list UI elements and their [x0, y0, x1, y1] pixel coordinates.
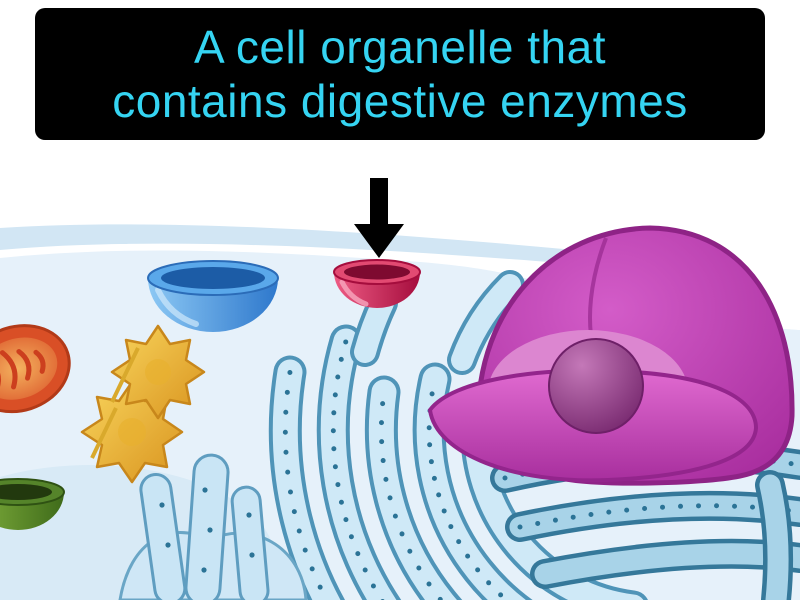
centrioles — [80, 324, 206, 484]
definition-line-1: A cell organelle that — [194, 20, 606, 73]
er-pillars — [118, 453, 308, 600]
definition-banner: A cell organelle that contains digestive… — [35, 8, 765, 140]
nucleus — [427, 225, 795, 486]
down-arrow-icon — [354, 178, 404, 258]
mitochondrion — [0, 324, 71, 414]
green-bowl-organelle — [0, 478, 65, 530]
nucleolus — [548, 338, 644, 434]
definition-line-2: contains digestive enzymes — [112, 75, 688, 127]
lysosome — [333, 259, 421, 308]
vesicle-bowl — [147, 260, 279, 332]
